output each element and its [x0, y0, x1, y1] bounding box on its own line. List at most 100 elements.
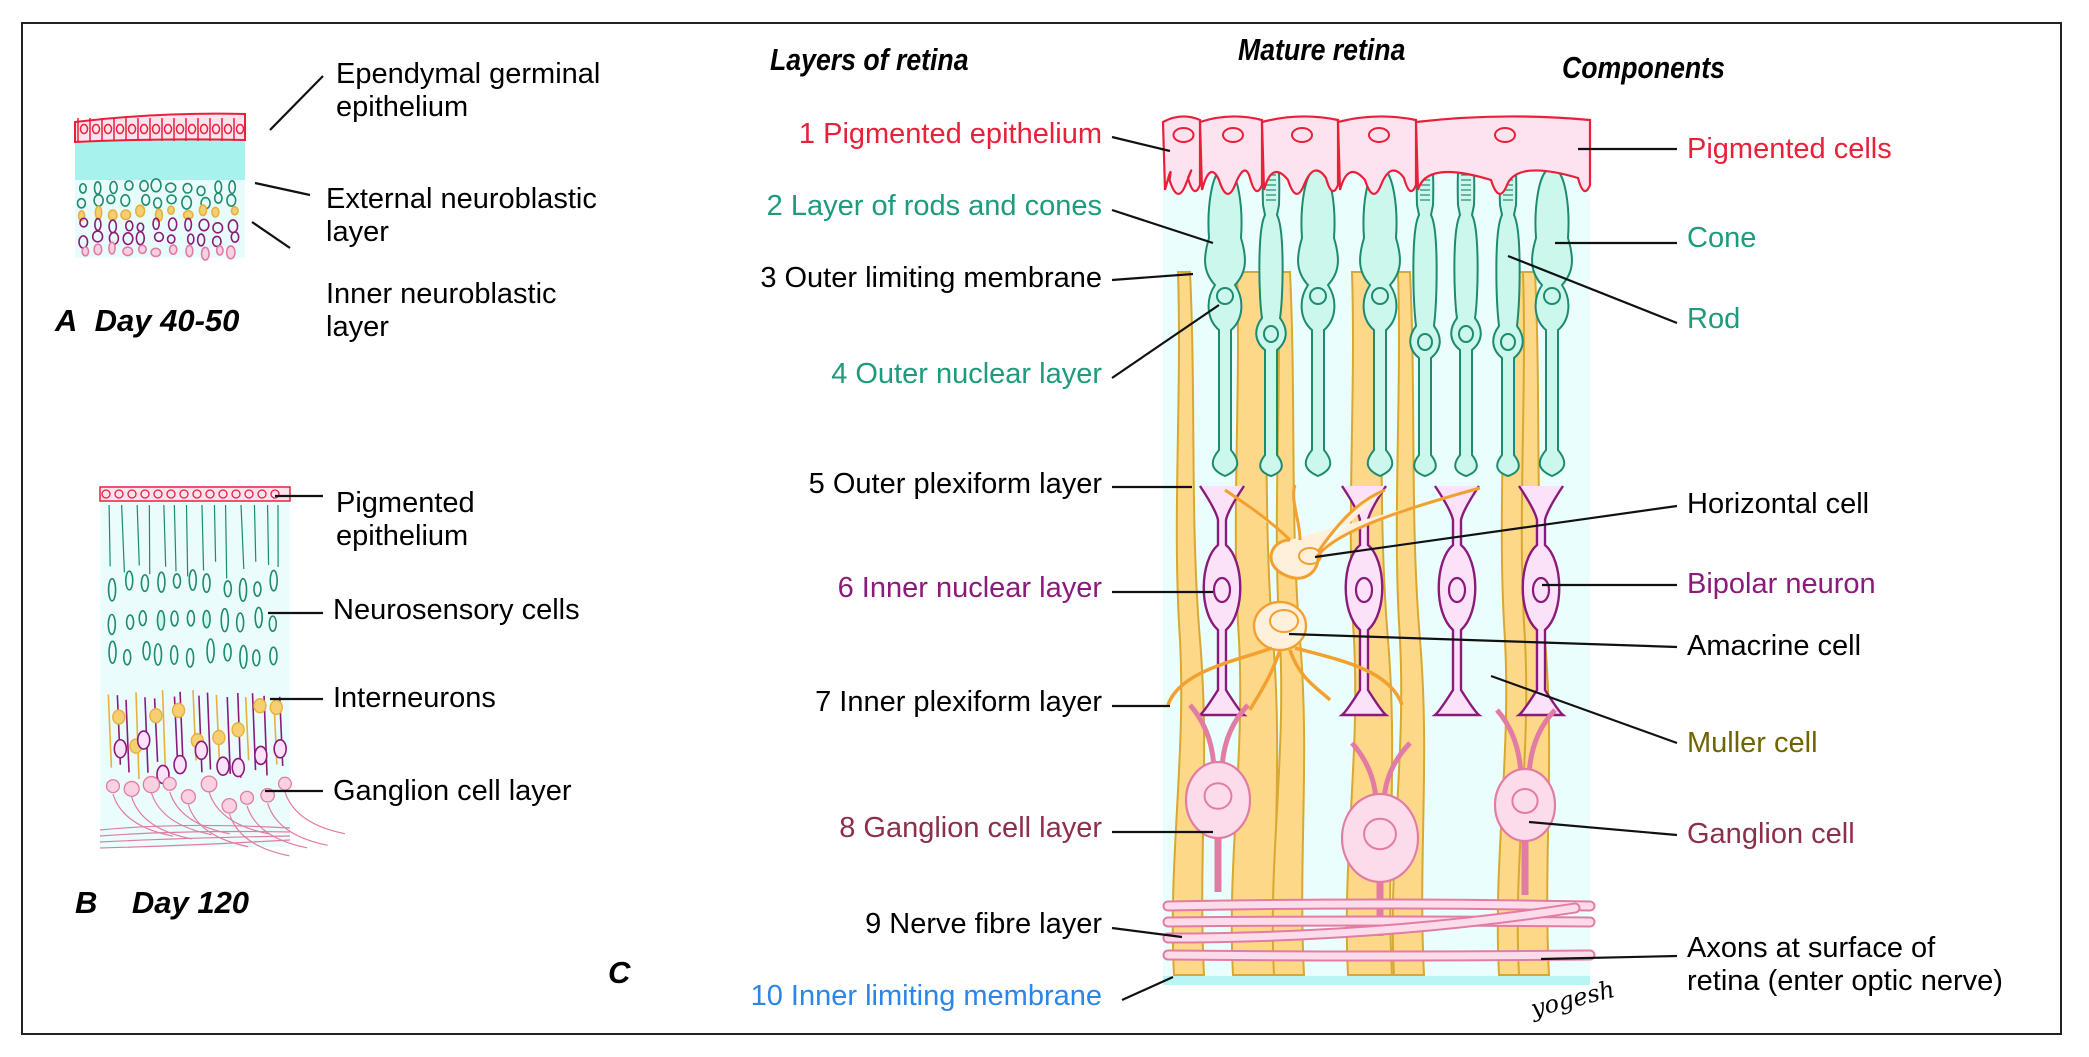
pigmented-cell-nucleus — [1222, 127, 1244, 143]
leader-layer-9 — [1111, 926, 1183, 939]
neuroblast-nucleus — [153, 231, 165, 243]
ependymal-cell-nucleus — [139, 123, 149, 135]
axon-fibre — [1164, 951, 1594, 960]
interneuron-nucleus-purple — [136, 730, 151, 750]
interneuron-nucleus-yellow — [231, 722, 245, 738]
axon-fibre — [1164, 904, 1579, 942]
photoreceptor-process — [108, 504, 111, 567]
pigmented-cell — [1414, 115, 1592, 195]
ependymal-cell-nucleus — [103, 123, 113, 135]
label-line: Pigmented cells — [1687, 133, 1892, 165]
neuroblast-nucleus — [228, 179, 237, 195]
label-line: Inner neuroblastic — [326, 278, 557, 310]
neuroblast-nucleus — [76, 197, 87, 209]
bipolar-neurons — [1196, 485, 1567, 717]
leader-layer-4 — [1111, 304, 1220, 379]
nerve-fibre-axons — [1162, 898, 1596, 962]
bipolar-neuron-body — [1338, 485, 1390, 717]
pigmented-cell-nucleus — [1368, 127, 1390, 143]
neuroblast-nucleus — [198, 218, 210, 232]
interneuron-process — [206, 692, 212, 770]
neurosensory-nucleus — [157, 571, 166, 593]
neuroblast-nucleus — [94, 205, 103, 220]
photoreceptor-process — [240, 504, 245, 570]
label-line: Bipolar neuron — [1687, 568, 1876, 600]
layer-label-4: 4 Outer nuclear layer — [831, 358, 1102, 390]
cone-nucleus — [1309, 287, 1327, 305]
neuroblast-nucleus — [122, 232, 134, 246]
neurosensory-nucleus — [185, 647, 195, 668]
photoreceptor-process — [213, 504, 217, 562]
ganglion-axon — [228, 813, 290, 857]
layer-label-9: 9 Nerve fibre layer — [865, 908, 1102, 940]
amacrine-dendrites — [1166, 646, 1404, 711]
component-label-rod: Rod — [1687, 303, 1740, 336]
label-line: Ependymal germinal — [336, 58, 601, 90]
neurosensory-nucleus — [140, 574, 150, 593]
label-line: Interneurons — [333, 682, 496, 714]
neuroblast-nucleus — [211, 235, 222, 248]
ganglion-nucleus — [1363, 817, 1397, 851]
interneuron-nucleus-purple — [254, 745, 268, 766]
label-line: layer — [326, 311, 389, 343]
neuroblast-nucleus — [141, 193, 151, 206]
layer-label-5: 5 Outer plexiform layer — [808, 468, 1102, 500]
rod-nucleus — [1417, 333, 1433, 351]
leader-a-external — [254, 181, 311, 197]
ganglion-nucleus — [1511, 788, 1539, 814]
pigment-cell-nucleus — [114, 489, 124, 499]
ganglion-nucleus — [1203, 782, 1233, 810]
label-line: Axons at surface of — [1687, 932, 1936, 964]
photoreceptor-process — [173, 504, 177, 572]
neuroblast-nucleus — [134, 204, 146, 218]
ependymal-cell-nucleus — [211, 123, 221, 135]
ganglion-nucleus — [162, 776, 177, 791]
neurosensory-nucleus — [170, 610, 179, 627]
neuroblast-nucleus — [152, 197, 163, 209]
neuroblast-nucleus — [166, 194, 177, 205]
neuroblast-nucleus — [182, 182, 193, 194]
neuroblast-nucleus — [230, 231, 240, 243]
pigment-cell-nucleus — [192, 489, 202, 499]
ependymal-cell-nucleus — [163, 123, 173, 135]
interneuron-nucleus-purple — [113, 738, 128, 759]
cone-cell — [1297, 166, 1339, 478]
neurosensory-nucleus — [202, 573, 211, 594]
interneuron-nucleus-purple — [216, 756, 230, 776]
neurosensory-nucleus — [156, 609, 166, 631]
ependymal-cell-nucleus — [199, 123, 209, 135]
pigment-cell-nucleus — [244, 489, 254, 499]
neurosensory-nucleus — [268, 615, 278, 632]
neurosensory-nucleus — [220, 607, 230, 633]
label-line: Ganglion cell layer — [333, 775, 572, 807]
panel-a-tag: A — [55, 303, 78, 338]
panel-a-drawing — [74, 112, 246, 261]
cone-cell — [1204, 166, 1246, 478]
neuroblast-nucleus — [106, 194, 116, 205]
ganglion-cells — [1184, 703, 1557, 936]
layer-label-3: 3 Outer limiting membrane — [760, 262, 1102, 294]
neurosensory-nucleus — [253, 581, 262, 598]
label-inner-neuroblastic-layer: Inner neuroblastic layer — [326, 278, 557, 344]
ependymal-cell-nucleus — [127, 123, 137, 135]
axon-fibre — [1164, 917, 1594, 926]
nerve-fibre — [99, 824, 291, 831]
leader-rod — [1507, 254, 1678, 325]
neuroblast-nucleus — [79, 217, 89, 228]
neurosensory-nucleus — [169, 644, 179, 665]
label-b-pigmented-epithelium: Pigmented epithelium — [336, 487, 475, 553]
neurosensory-nucleus — [223, 642, 232, 662]
photoreceptor-process — [121, 504, 125, 573]
neuroblast-nucleus — [150, 247, 162, 258]
amacrine-horizontal-cells — [1166, 484, 1481, 711]
ganglion-axon — [267, 803, 328, 846]
rod-nucleus — [1263, 325, 1279, 343]
neuroblast-nucleus — [120, 194, 131, 207]
bipolar-nucleus — [1531, 576, 1551, 604]
label-line: Muller cell — [1687, 727, 1818, 759]
ependymal-cell-nucleus — [91, 123, 101, 135]
interneuron-nucleus-yellow — [112, 709, 126, 725]
leader-a-ependymal — [269, 75, 324, 131]
neurosensory-nucleus — [188, 569, 198, 591]
